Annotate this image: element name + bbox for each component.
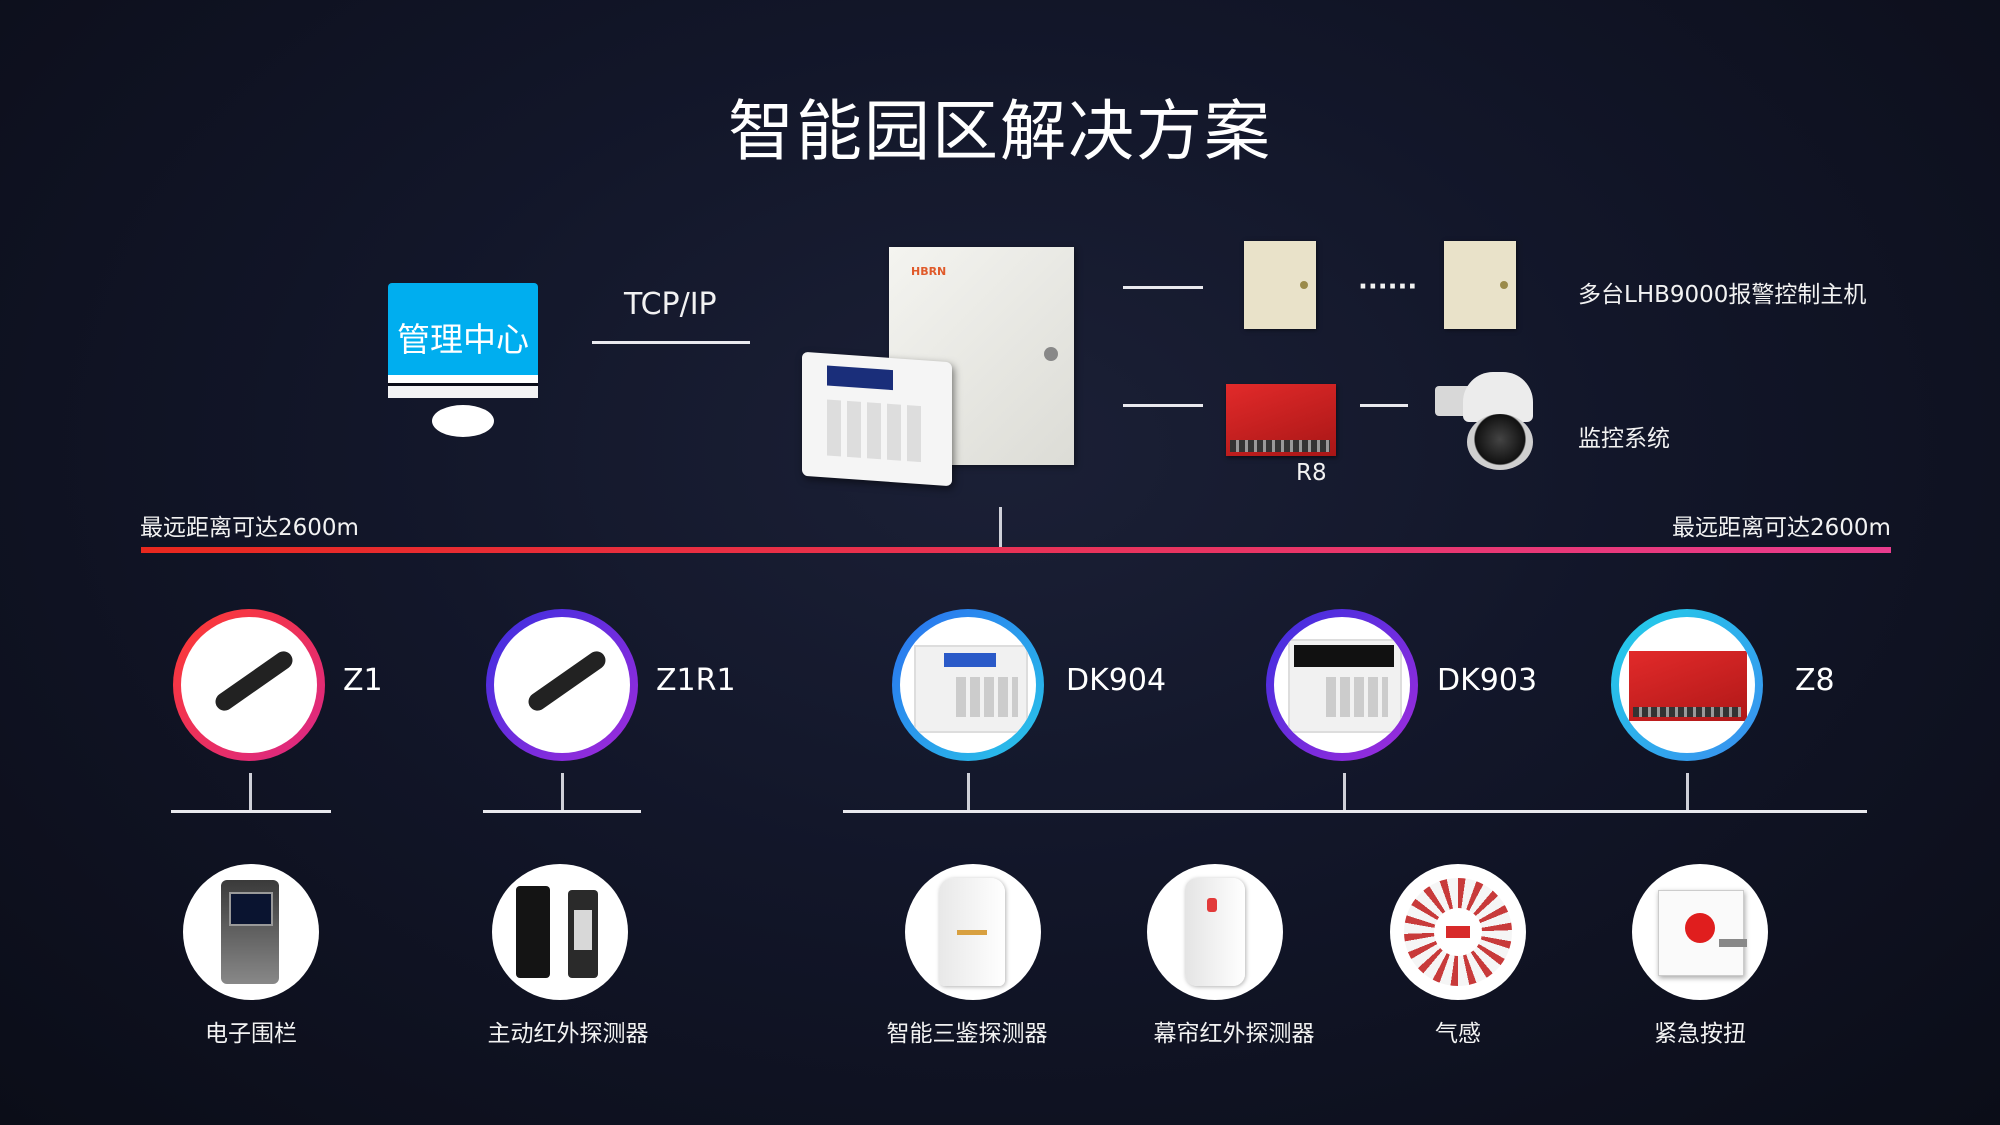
ellipsis-dots: ······ bbox=[1358, 272, 1418, 302]
camera-link-line bbox=[1360, 404, 1408, 407]
device-circle-gas bbox=[1390, 864, 1526, 1000]
module-drop-line bbox=[561, 773, 564, 813]
hosts-label: 多台LHB9000报警控制主机 bbox=[1578, 282, 1867, 308]
protocol-link-line bbox=[592, 341, 750, 344]
device-label-active-infrared: 主动红外探测器 bbox=[487, 1021, 649, 1047]
management-center-monitor-icon: 管理中心 bbox=[388, 283, 540, 443]
bus-distance-left: 最远距离可达2600m bbox=[140, 515, 359, 541]
page-title: 智能园区解决方案 bbox=[728, 93, 1272, 170]
device-branch-line bbox=[483, 810, 641, 813]
protocol-label: TCP/IP bbox=[624, 287, 717, 322]
curtain-infrared-detector-icon bbox=[1185, 878, 1245, 986]
device-circle-curtain-infrared bbox=[1147, 864, 1283, 1000]
module-code-dk903: DK903 bbox=[1437, 663, 1538, 698]
module-drop-line bbox=[1343, 773, 1346, 813]
electric-fence-controller-icon bbox=[221, 880, 279, 984]
panel-brand-logo: HBRN bbox=[911, 265, 947, 278]
keypad-dk-icon bbox=[802, 351, 952, 487]
slave-host-box-icon bbox=[1444, 241, 1516, 329]
module-ring-z1 bbox=[173, 609, 325, 761]
module-code-z1: Z1 bbox=[343, 663, 383, 698]
slave-host-box-icon bbox=[1244, 241, 1316, 329]
module-drop-line bbox=[249, 773, 252, 813]
fence-cable-icon bbox=[524, 647, 610, 715]
device-circle-active-infrared bbox=[492, 864, 628, 1000]
device-circle-tri-tech bbox=[905, 864, 1041, 1000]
fence-cable-icon bbox=[211, 647, 297, 715]
r8-link-line bbox=[1123, 404, 1203, 407]
host-link-line bbox=[1123, 286, 1203, 289]
device-label-curtain-infrared: 幕帘红外探测器 bbox=[1153, 1021, 1315, 1047]
device-branch-line bbox=[171, 810, 331, 813]
module-drop-line bbox=[967, 773, 970, 813]
module-code-z8: Z8 bbox=[1795, 663, 1835, 698]
management-center-label: 管理中心 bbox=[397, 320, 529, 359]
active-infrared-detector-icon bbox=[516, 886, 550, 978]
device-label-tri-tech: 智能三鉴探测器 bbox=[886, 1021, 1048, 1047]
module-ring-dk903 bbox=[1266, 609, 1418, 761]
device-label-emergency-button: 紧急按扭 bbox=[1654, 1021, 1746, 1047]
module-drop-line bbox=[1686, 773, 1689, 813]
bus-line bbox=[141, 547, 1891, 553]
device-branch-line bbox=[843, 810, 1867, 813]
bus-tap-line bbox=[999, 507, 1002, 547]
keypad-icon bbox=[1288, 639, 1402, 733]
tri-tech-detector-icon bbox=[939, 878, 1005, 986]
device-label-gas: 气感 bbox=[1435, 1021, 1481, 1047]
device-label-electric-fence: 电子围栏 bbox=[205, 1021, 297, 1047]
dome-camera-icon bbox=[1435, 372, 1547, 474]
module-ring-z1r1 bbox=[486, 609, 638, 761]
device-circle-electric-fence bbox=[183, 864, 319, 1000]
r8-label: R8 bbox=[1296, 460, 1327, 486]
module-ring-dk904 bbox=[892, 609, 1044, 761]
zone-expander-board-icon bbox=[1629, 651, 1747, 721]
monitor-system-label: 监控系统 bbox=[1578, 426, 1670, 452]
device-circle-emergency-button bbox=[1632, 864, 1768, 1000]
emergency-button-icon bbox=[1658, 890, 1747, 976]
module-code-z1r1: Z1R1 bbox=[656, 663, 736, 698]
keypad-icon bbox=[914, 645, 1028, 733]
gas-detector-icon bbox=[1404, 878, 1512, 986]
module-code-dk904: DK904 bbox=[1066, 663, 1167, 698]
bus-distance-right: 最远距离可达2600m bbox=[1672, 515, 1891, 541]
r8-board-icon bbox=[1226, 384, 1336, 456]
module-ring-z8 bbox=[1611, 609, 1763, 761]
